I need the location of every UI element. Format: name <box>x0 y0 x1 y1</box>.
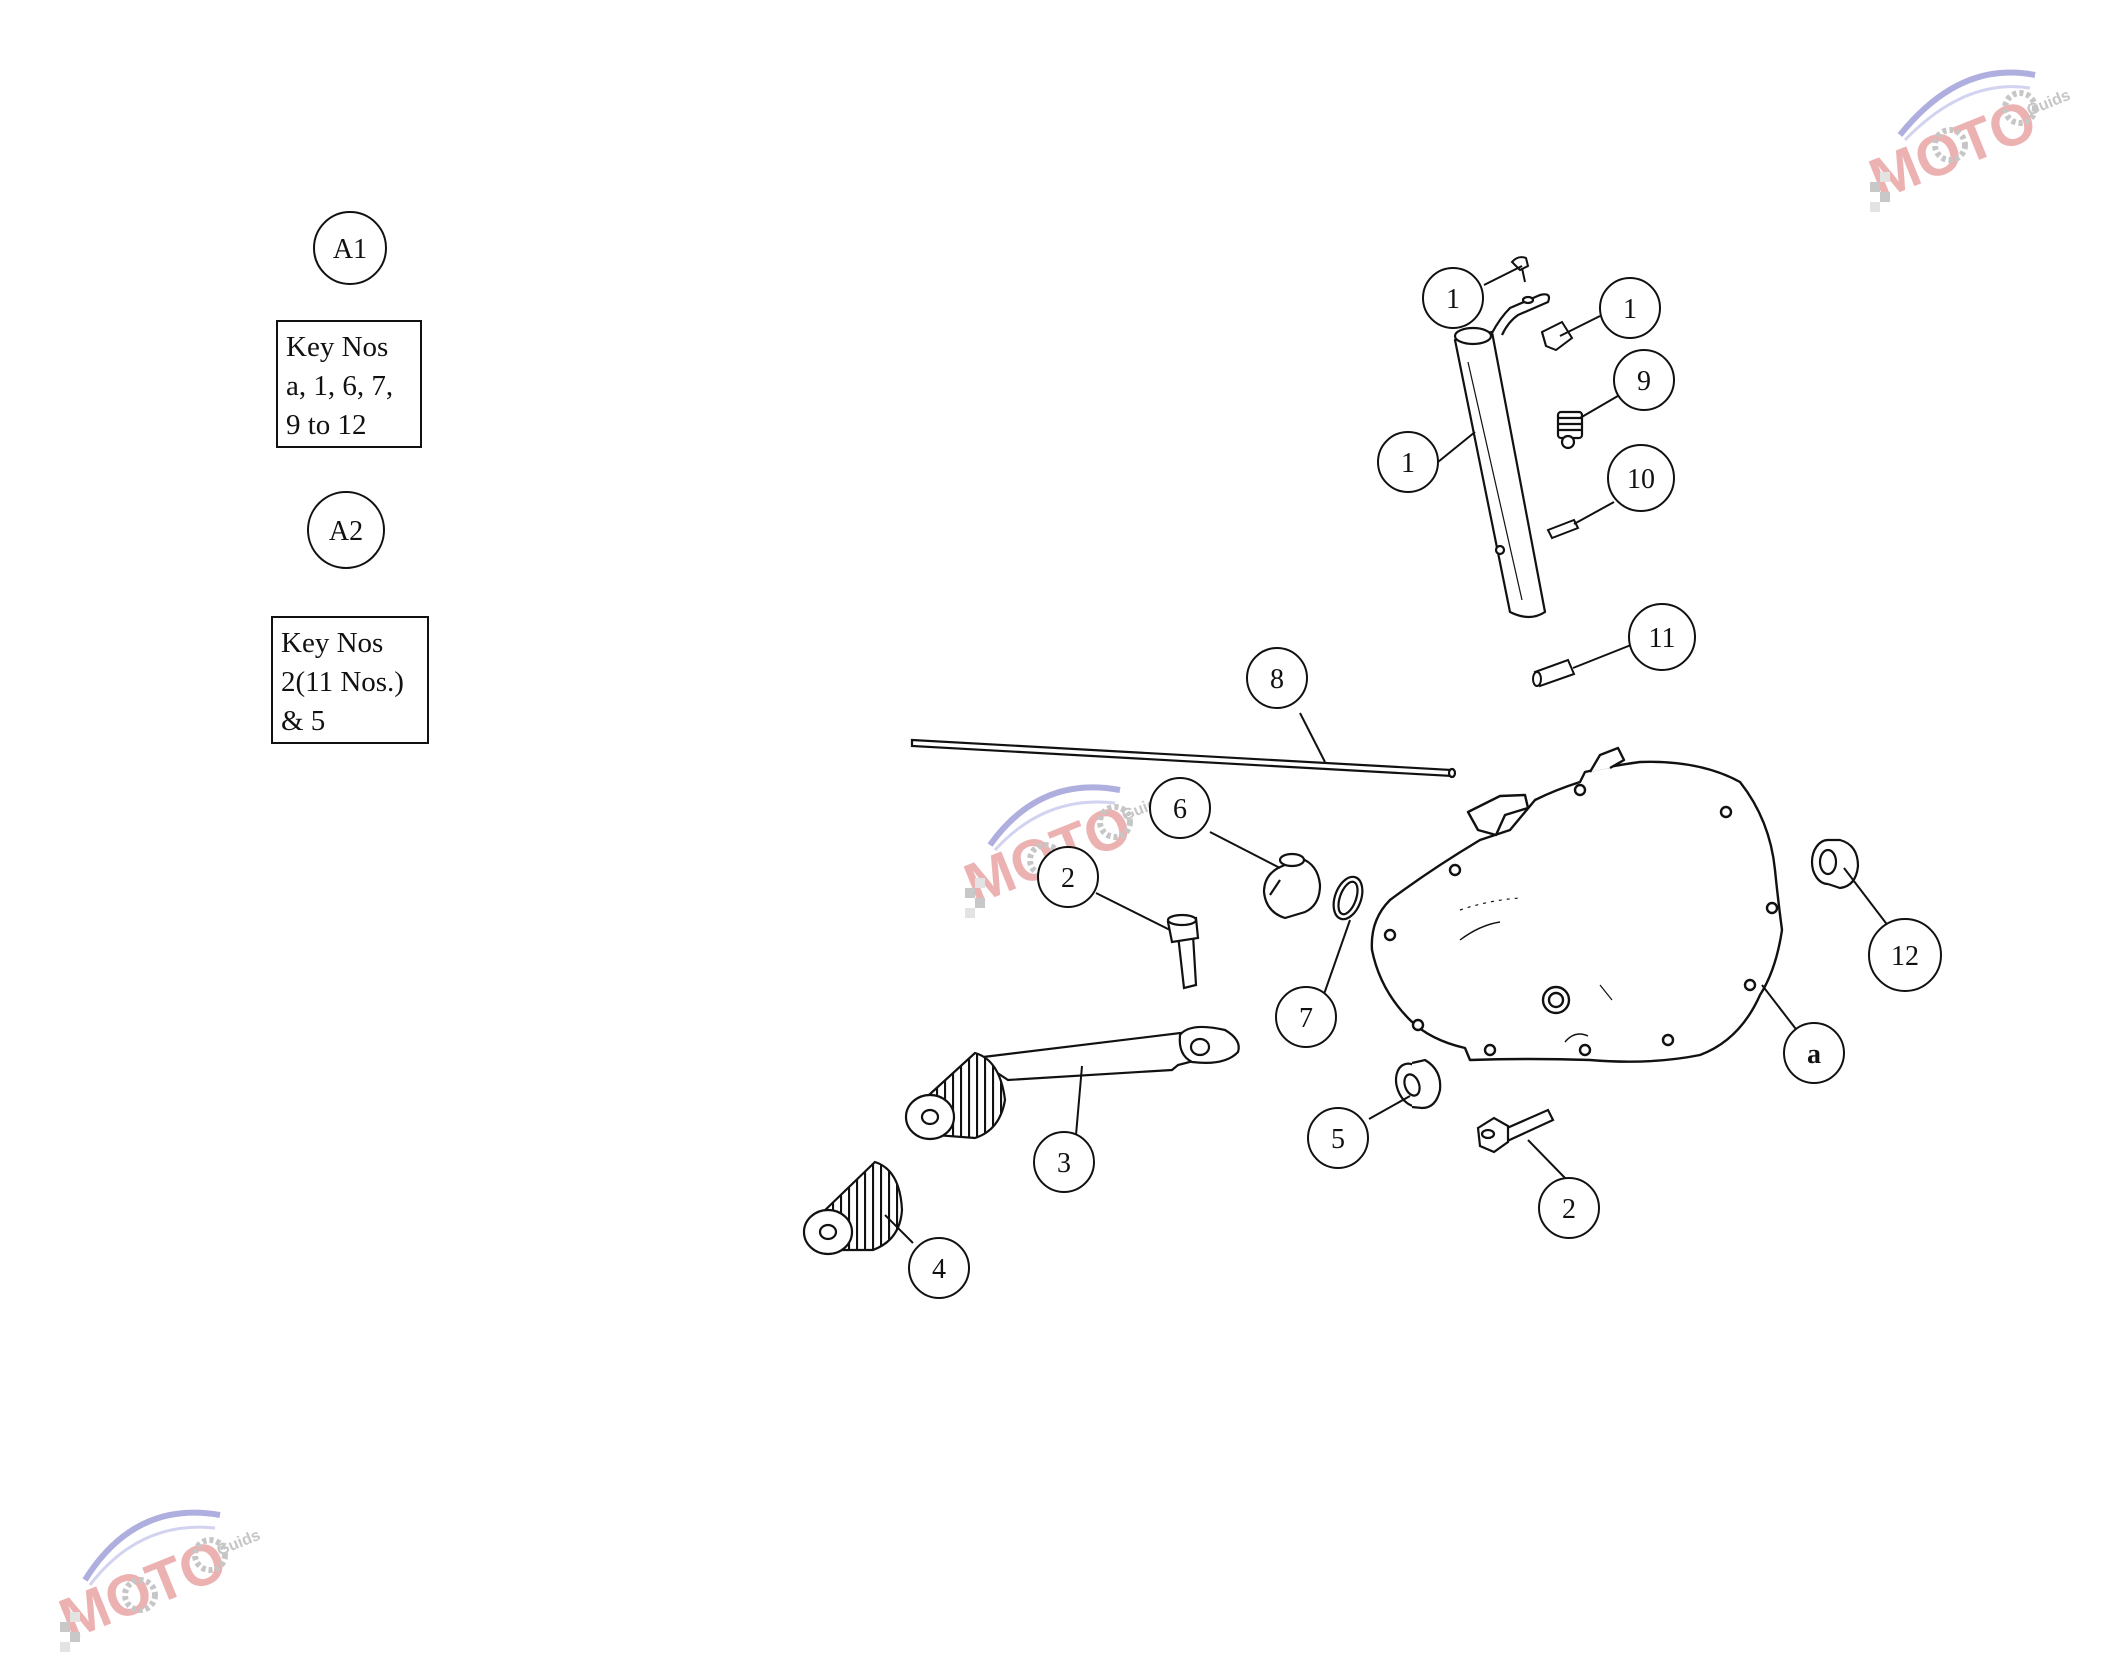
callout-label: 12 <box>1891 941 1919 972</box>
callout-circle <box>1783 1022 1845 1084</box>
part-grip-rubber <box>802 1160 904 1256</box>
callout-label: 1 <box>1623 294 1637 325</box>
callout-label: 9 <box>1637 366 1651 397</box>
callout-c1a: 1 <box>1422 267 1484 329</box>
callout-circle <box>1275 986 1337 1048</box>
part-clip <box>1540 320 1574 352</box>
callout-circle <box>1377 431 1439 493</box>
callout-circle <box>1599 277 1661 339</box>
callout-c12: 12 <box>1868 918 1942 992</box>
callout-label: 2 <box>1562 1194 1576 1225</box>
part-shift-shaft <box>1453 293 1551 619</box>
callout-circle <box>1037 846 1099 908</box>
part-bush <box>1532 658 1576 688</box>
watermark-top-right: MOTO Guids <box>1861 69 2073 212</box>
part-crankcase-cover <box>1370 746 1784 1063</box>
part-cap-plug <box>1262 852 1322 920</box>
part-rod <box>910 738 1457 779</box>
callout-c1b: 1 <box>1599 277 1661 339</box>
callout-c5: 5 <box>1307 1107 1369 1169</box>
group-a1-label: A1 <box>313 211 387 285</box>
key-line: Key Nos <box>286 331 389 363</box>
callout-c2b: 2 <box>1538 1177 1600 1239</box>
callout-circle <box>1628 603 1696 671</box>
callout-circle <box>1538 1177 1600 1239</box>
group-a2-label: A2 <box>307 491 385 569</box>
callout-c11: 11 <box>1628 603 1696 671</box>
callout-label: 7 <box>1299 1003 1313 1034</box>
part-bolt-lower <box>1476 1108 1555 1154</box>
part-gear-lever <box>904 1025 1240 1141</box>
group-a2-key-box: Key Nos 2(11 Nos.) & 5 <box>271 616 429 744</box>
part-small-screw <box>1510 256 1530 283</box>
callout-label: 8 <box>1270 664 1284 695</box>
leader-lines <box>884 265 1896 1244</box>
callout-label: 5 <box>1331 1124 1345 1155</box>
part-bolt-upper <box>1166 913 1200 990</box>
watermark-bottom-left: MOTO Guids <box>51 1509 263 1652</box>
callout-label: 3 <box>1057 1148 1071 1179</box>
key-line: Key Nos <box>281 627 384 659</box>
callout-circle <box>1149 777 1211 839</box>
key-line: a, 1, 6, 7, <box>286 370 394 402</box>
key-line: & 5 <box>281 705 326 737</box>
callout-circle <box>1246 647 1308 709</box>
callout-circle <box>1307 1107 1369 1169</box>
part-spring <box>1556 410 1584 450</box>
group-a2-label-text: A2 <box>329 516 363 547</box>
callout-label: 1 <box>1446 284 1460 315</box>
group-a1-label-text: A1 <box>333 234 367 265</box>
callout-label: 10 <box>1627 464 1655 495</box>
callout-c2a: 2 <box>1037 846 1099 908</box>
callout-c10: 10 <box>1607 444 1675 512</box>
callout-c3: 3 <box>1033 1131 1095 1193</box>
key-line: 2(11 Nos.) <box>281 666 404 698</box>
callout-ca: a <box>1783 1022 1845 1084</box>
key-line: 9 to 12 <box>286 409 367 441</box>
part-o-ring <box>1332 875 1364 921</box>
callout-c9: 9 <box>1613 349 1675 411</box>
callout-circle <box>1868 918 1942 992</box>
callout-c8: 8 <box>1246 647 1308 709</box>
group-a1-key-box: Key Nos a, 1, 6, 7, 9 to 12 <box>276 320 422 448</box>
callout-label: 1 <box>1401 448 1415 479</box>
callout-label: 2 <box>1061 863 1075 894</box>
callout-circle <box>1033 1131 1095 1193</box>
callout-circle <box>1607 444 1675 512</box>
callout-c1c: 1 <box>1377 431 1439 493</box>
callout-circle <box>1422 267 1484 329</box>
part-washer <box>1394 1058 1442 1110</box>
part-bush-12 <box>1810 838 1860 890</box>
callout-c4: 4 <box>908 1237 970 1299</box>
callout-circle <box>1613 349 1675 411</box>
callout-label: 6 <box>1173 794 1187 825</box>
callout-c7: 7 <box>1275 986 1337 1048</box>
callout-label: a <box>1807 1039 1821 1070</box>
callout-label: 11 <box>1649 623 1676 654</box>
callout-c6: 6 <box>1149 777 1211 839</box>
callout-label: 4 <box>932 1254 946 1285</box>
part-pin <box>1546 518 1580 540</box>
callout-circle <box>908 1237 970 1299</box>
watermark-sub-text: Guids <box>215 1527 263 1560</box>
